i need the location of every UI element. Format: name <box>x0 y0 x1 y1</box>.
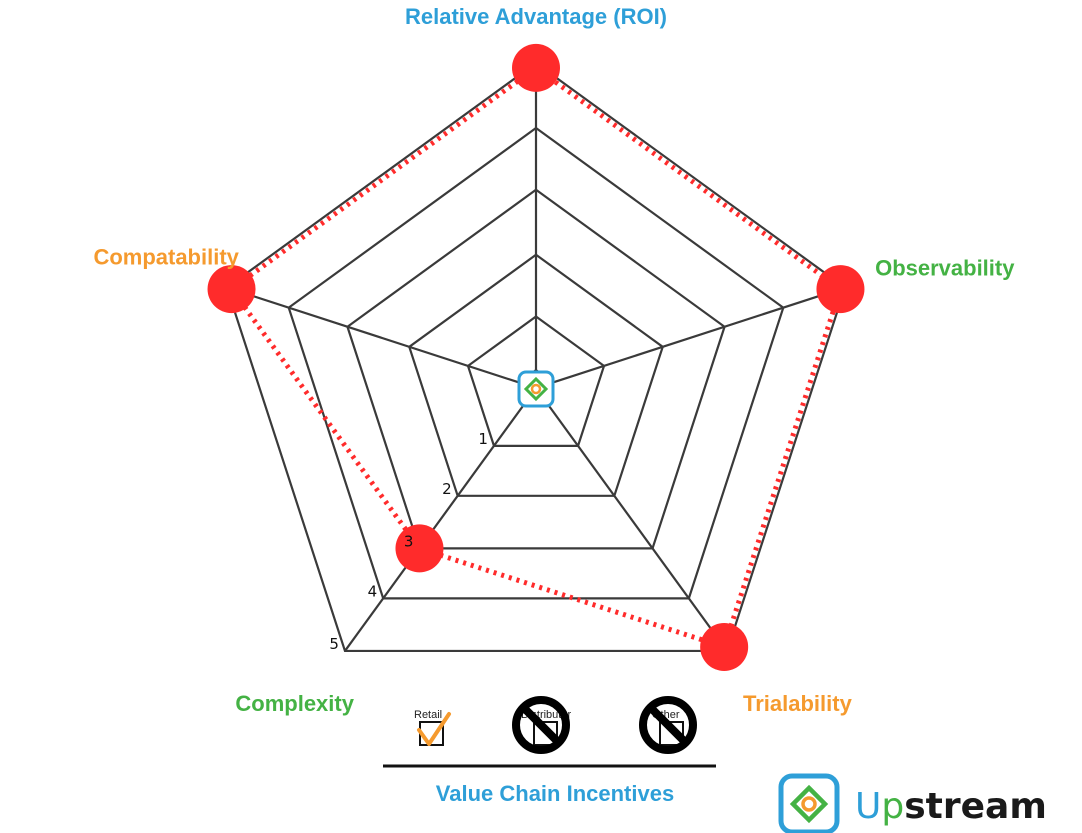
upstream-logo-icon <box>778 773 840 833</box>
axis-label: Observability <box>875 256 1015 281</box>
axis-labels: Relative Advantage (ROI) ObservabilityTri… <box>93 4 1015 716</box>
scale-tick-label: 5 <box>329 635 339 653</box>
brand-p: p <box>881 786 904 827</box>
scale-tick-label: 2 <box>442 480 452 498</box>
data-point <box>700 622 749 671</box>
axis-spoke <box>552 286 846 384</box>
checkbox-icon <box>533 721 558 746</box>
prohibited-icon <box>639 696 697 754</box>
axis-label: Compatability <box>93 245 239 270</box>
axis-spoke <box>226 286 520 384</box>
axis-spoke <box>545 401 728 652</box>
radar-series <box>207 43 865 671</box>
checkbox-icon <box>659 721 684 746</box>
checkmark-icon <box>417 712 451 746</box>
data-point <box>395 524 444 573</box>
scale-tick-label: 3 <box>404 532 414 550</box>
data-point <box>816 265 865 314</box>
value-chain-section: Retail Distributor Other Value Chain Inc… <box>383 696 716 806</box>
data-point <box>512 43 560 92</box>
axis-label: Trialability <box>743 691 853 716</box>
brand-u: U <box>855 786 881 827</box>
data-point <box>207 265 256 314</box>
vc-item-other: Other <box>639 696 697 754</box>
radar-grid <box>225 61 847 653</box>
upstream-logo: Upstream <box>778 773 1047 833</box>
axis-spoke <box>344 401 527 652</box>
prohibited-icon <box>512 696 570 754</box>
grid-ring <box>346 188 726 550</box>
brand-rest: stream <box>904 786 1047 827</box>
vc-retail-label: Retail <box>414 709 442 721</box>
axis-label: Relative Advantage (ROI) <box>405 4 667 29</box>
scale-ticks: 1 2 3 4 5 <box>329 430 488 653</box>
value-chain-title: Value Chain Incentives <box>436 781 674 806</box>
center-logo <box>517 370 555 408</box>
grid-ring <box>225 61 847 653</box>
scale-tick-label: 4 <box>368 582 378 600</box>
grid-ring <box>407 253 665 497</box>
grid-ring <box>466 315 606 447</box>
grid-ring <box>287 126 785 600</box>
axis-label: Complexity <box>235 691 354 716</box>
vc-item-distributor: Distributor <box>512 696 571 754</box>
scale-tick-label: 1 <box>478 430 488 448</box>
vc-item-retail: Retail <box>414 709 451 746</box>
series-line <box>228 64 844 651</box>
brand-name: Upstream <box>855 786 1047 827</box>
